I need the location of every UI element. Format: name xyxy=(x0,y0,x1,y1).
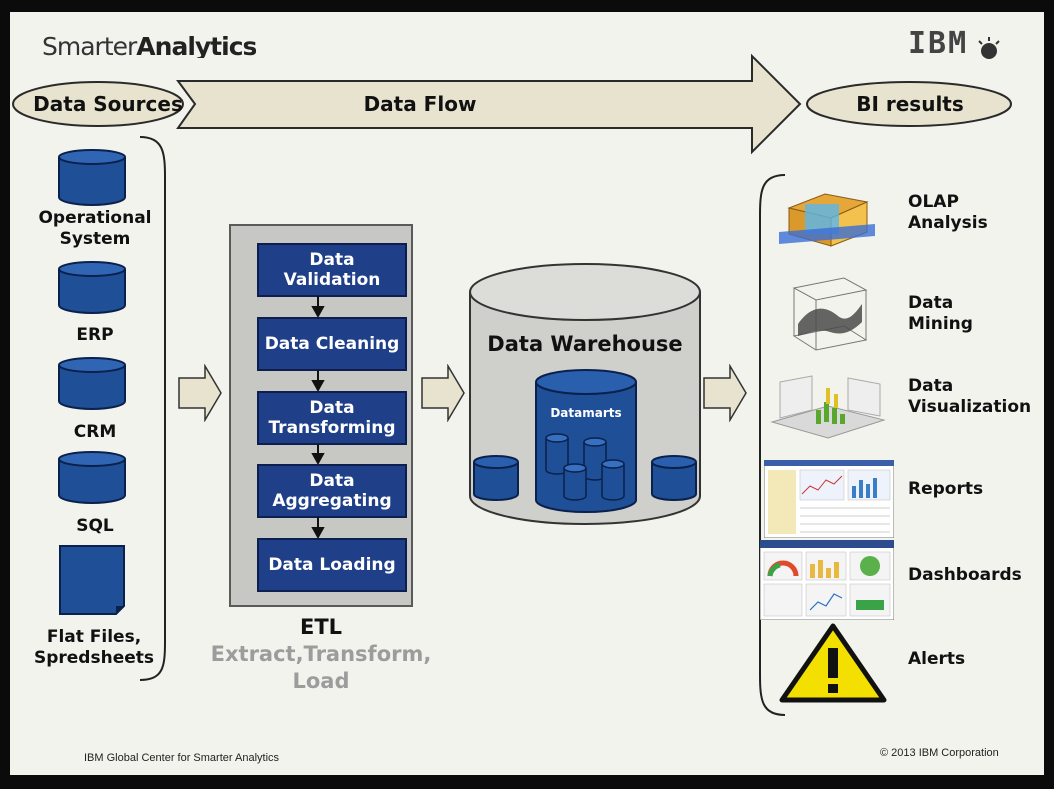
flow-banner xyxy=(12,53,1012,155)
arrow-sources-to-etl xyxy=(178,364,222,422)
bi-label-mining: Data Mining xyxy=(908,293,973,334)
data-mining-plot-icon xyxy=(792,277,868,351)
brand-text-light: Smarter xyxy=(42,32,137,58)
bi-label-dashboards: Dashboards xyxy=(908,565,1022,585)
data-warehouse-label: Data Warehouse xyxy=(487,332,683,356)
bi-results-label: BI results xyxy=(856,92,964,116)
source-label-flatfiles: Flat Files, Spredsheets xyxy=(33,627,155,668)
etl-step-loading: Data Loading xyxy=(257,538,407,592)
brand-text-bold: Analytics xyxy=(136,32,257,58)
source-label-sql: SQL xyxy=(76,516,114,536)
smarter-planet-icon xyxy=(977,36,1000,59)
source-flatfile-icon xyxy=(59,545,125,615)
data-sources-label: Data Sources xyxy=(33,92,183,116)
etl-subtitle: Extract,Transform, Load xyxy=(210,642,432,693)
etl-title: ETL xyxy=(299,615,343,639)
bi-label-reports: Reports xyxy=(908,479,984,499)
etl-step-aggregating: Data Aggregating xyxy=(257,464,407,518)
brand-logo: SmarterAnalytics xyxy=(42,32,256,58)
bi-label-alerts: Alerts xyxy=(908,649,966,669)
footer-right: © 2013 IBM Corporation xyxy=(880,747,999,759)
ibm-logo: IBM xyxy=(908,26,1003,63)
etl-step-connectors xyxy=(311,296,325,540)
reports-screenshot-icon xyxy=(764,460,894,538)
etl-step-cleaning: Data Cleaning xyxy=(257,317,407,371)
data-visualization-icon xyxy=(770,375,886,439)
footer-left: IBM Global Center for Smarter Analytics xyxy=(84,752,280,764)
source-label-operational: Operational System xyxy=(38,208,152,249)
arrow-warehouse-to-bi xyxy=(703,364,747,422)
dashboards-screenshot-icon xyxy=(760,540,894,620)
data-sources-oval xyxy=(12,81,184,127)
source-crm-icon xyxy=(58,357,126,410)
alerts-warning-icon xyxy=(779,623,887,703)
ibm-logo-text: IBM xyxy=(908,26,969,61)
bi-label-visualization: Data Visualization xyxy=(908,376,1032,417)
data-flow-arrow xyxy=(176,53,802,155)
data-flow-label: Data Flow xyxy=(363,92,477,116)
sources-brace xyxy=(139,136,166,681)
etl-step-validation: Data Validation xyxy=(257,243,407,297)
source-erp-icon xyxy=(58,261,126,314)
datamarts-label: Datamarts xyxy=(550,406,622,420)
source-label-crm: CRM xyxy=(73,422,117,442)
bi-label-olap: OLAP Analysis xyxy=(908,192,988,233)
slide: SmarterAnalytics IBM Data Sources Data F… xyxy=(10,12,1044,775)
source-operational-icon xyxy=(58,149,126,206)
source-label-erp: ERP xyxy=(76,325,114,345)
etl-step-transforming: Data Transforming xyxy=(257,391,407,445)
arrow-etl-to-warehouse xyxy=(421,364,465,422)
data-warehouse-cylinder xyxy=(469,263,701,525)
results-brace xyxy=(759,174,786,716)
olap-cube-icon xyxy=(779,193,875,247)
bi-results-oval xyxy=(806,81,1012,127)
source-sql-icon xyxy=(58,451,126,504)
